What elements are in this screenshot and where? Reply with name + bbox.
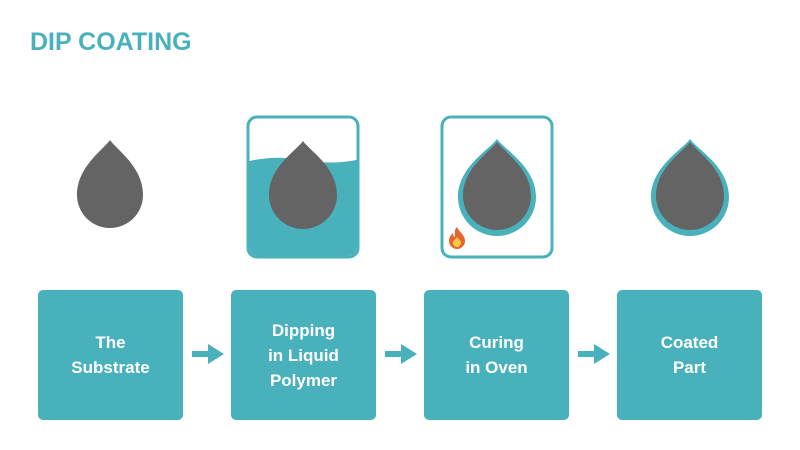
flame-icon <box>449 227 465 249</box>
substrate-drop-illustration <box>77 140 143 228</box>
drop-icon <box>77 140 143 228</box>
step-label: Dipping in Liquid Polymer <box>268 320 339 390</box>
drop-icon <box>463 142 531 230</box>
step-box-substrate: The Substrate <box>38 290 183 420</box>
arrow-right-icon <box>192 344 224 364</box>
drop-icon <box>656 142 724 230</box>
curing-illustration <box>440 115 554 259</box>
step-label: Curing in Oven <box>465 333 528 377</box>
coated-part-illustration <box>651 139 729 236</box>
step-box-dipping: Dipping in Liquid Polymer <box>231 290 376 420</box>
arrow-right-icon <box>578 344 610 364</box>
step-label: The Substrate <box>71 333 150 377</box>
step-box-coated-part: Coated Part <box>617 290 762 420</box>
step-label: Coated Part <box>660 333 719 377</box>
dipping-illustration <box>246 115 360 259</box>
diagram-title: DIP COATING <box>30 28 192 56</box>
drop-icon <box>269 141 337 229</box>
arrow-right-icon <box>385 344 417 364</box>
step-box-curing: Curing in Oven <box>424 290 569 420</box>
